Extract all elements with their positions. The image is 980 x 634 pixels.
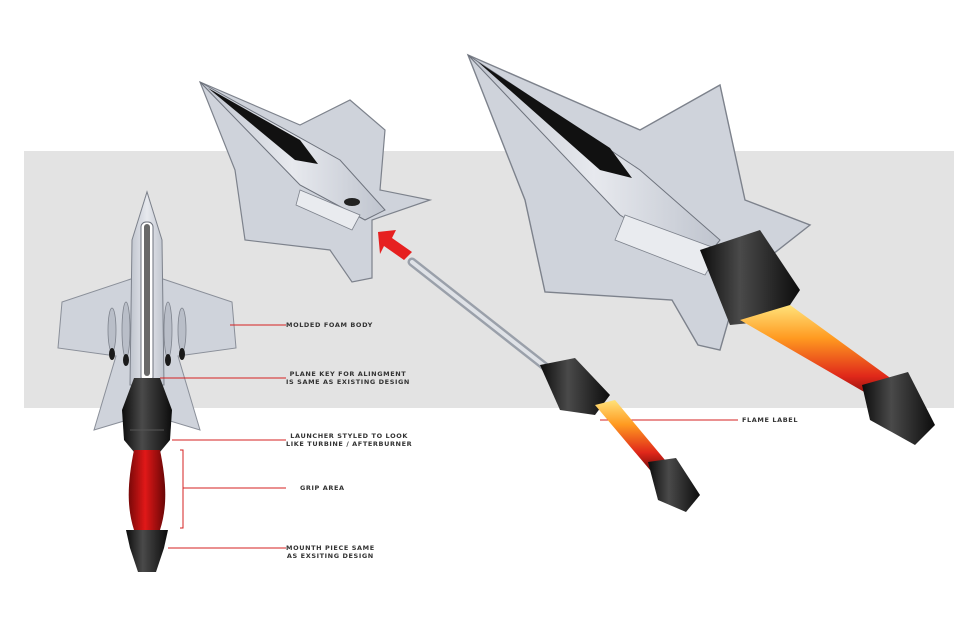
turbine-shape (122, 378, 172, 452)
callout-flame-label: FLAME LABEL (742, 416, 799, 424)
assembled-flame (740, 305, 900, 400)
perspective-assembled (466, 53, 935, 445)
callout-plane-key-line2: IS SAME AS EXISTING DESIGN (286, 378, 410, 386)
mouthpiece-shape (126, 530, 168, 572)
callout-launcher-line2: LIKE TURBINE / AFTERBURNER (286, 440, 413, 448)
callout-mouthpiece: MOUNTH PIECE SAME AS EXSITING DESIGN (286, 544, 375, 560)
assembled-turbine (700, 230, 800, 325)
front-view-assembled (57, 190, 237, 572)
perspective-plane-detached (198, 80, 433, 283)
assembled-mouthpiece (862, 372, 935, 445)
callout-molded-foam-body: MOLDED FOAM BODY (286, 321, 373, 329)
callout-plane-key: PLANE KEY FOR ALINGMENT IS SAME AS EXIST… (286, 370, 410, 386)
callout-plane-key-line1: PLANE KEY FOR ALINGMENT (289, 370, 407, 378)
callout-grip-area: GRIP AREA (300, 484, 345, 492)
leader-lines (160, 324, 738, 549)
red-arrow-icon (378, 230, 412, 260)
callout-mouthpiece-line2: AS EXSITING DESIGN (286, 552, 374, 560)
perspective-launcher-detached (407, 257, 700, 512)
callout-launcher-line1: LAUNCHER STYLED TO LOOK (290, 432, 408, 440)
callout-launcher: LAUNCHER STYLED TO LOOK LIKE TURBINE / A… (286, 432, 412, 448)
grip-shape (128, 450, 166, 530)
callout-mouthpiece-line1: MOUNTH PIECE SAME (286, 544, 375, 552)
